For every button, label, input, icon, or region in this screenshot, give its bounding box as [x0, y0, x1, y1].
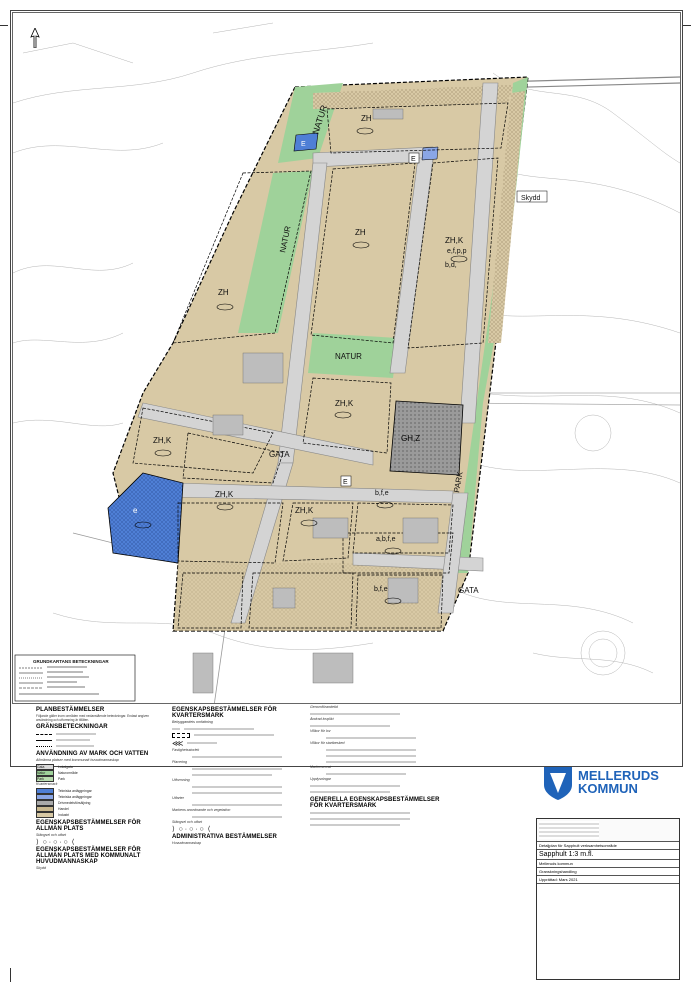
upplysningar-label: Upplysningar [310, 777, 331, 781]
label-zh-3: ZH [218, 288, 229, 297]
label-zhk-5: ZH,K [295, 506, 314, 515]
label-zhk-big-props: e,f,p,p [447, 248, 467, 255]
natur-area-center [308, 333, 398, 378]
grundkarta-title: GRUNDKARTANS BETECKNINGAR [33, 659, 109, 664]
logo-line-2: KOMMUN [578, 781, 638, 796]
kvarters-sub: Bebyggandets omfattning [172, 720, 213, 724]
label-e-tech: e [133, 506, 138, 515]
kvartersmark-label: Kvartersmark [36, 782, 58, 786]
genomf-label: Genomförandetid [310, 705, 338, 709]
markens-label: Markens anordnande och vegetation [172, 808, 231, 812]
title-block: Detaljplan för Sapphult verksamhetsområd… [536, 818, 680, 980]
admin-title: ADMINISTRATIVA BESTÄMMELSER [172, 834, 277, 840]
swatch-row-7: Industri [36, 812, 161, 818]
label-gata-2: GATA [458, 586, 479, 595]
label-e-north: E [301, 141, 306, 148]
label-zhk-3: ZH,K [153, 436, 172, 445]
label-zhk-2: ZH,K [335, 399, 354, 408]
label-zhk-4: ZH,K [215, 490, 234, 499]
base-map-lines [13, 22, 680, 676]
kvarters-title: EGENSKAPSBESTÄMMELSER FÖR KVARTERSMARK [172, 707, 277, 719]
label-bfe-2: a,b,f,e [376, 536, 396, 543]
fastighet-label: Fastighetsstorlek [172, 748, 200, 752]
title-row-3: Upprättad: Mars 2021 [537, 875, 679, 883]
title-row-2: Granskningshandling [537, 867, 679, 875]
planbest-sub: Följande gäller inom områden med nedanst… [36, 714, 150, 722]
gransbet-title: GRÄNSBETECKNINGAR [36, 724, 108, 730]
label-zh-1: ZH [361, 114, 372, 123]
title-row-1: Melleruds kommun [537, 859, 679, 867]
gh-z-block [389, 400, 464, 476]
label-zh-2: ZH [355, 228, 366, 237]
north-arrow-icon [30, 28, 40, 48]
planbest-title: PLANBESTÄMMELSER [36, 707, 105, 713]
anvandning-sub: Allmänna platser med kommunalt huvudmann… [36, 758, 119, 762]
placering-label: Placering [172, 760, 187, 764]
markreservat-label: Markreservat [310, 765, 331, 769]
swatch-row-6: Handel [36, 806, 161, 812]
detail-plan-map: NATUR NATUR NATUR PARK GATA GATA Skydd E… [12, 12, 681, 704]
technical-area-e [107, 472, 184, 564]
label-ghz: GH,Z [401, 434, 420, 443]
shield-icon [544, 767, 572, 800]
natur-area-west [238, 171, 313, 333]
swatch-row-5: Drivmedelsförsäljning [36, 800, 161, 806]
label-e-box-2: E [343, 479, 348, 486]
legend-column-3: Genomförandetid Ändrad lovplikt Villkor … [310, 705, 440, 828]
admin-sub: Huvudmannaskap [172, 841, 201, 845]
andrad-label: Ändrad lovplikt [310, 717, 334, 721]
legend-column-1: PLANBESTÄMMELSER Följande gäller inom om… [36, 705, 161, 872]
villkor2-label: Villkor för startbesked [310, 741, 345, 745]
stangsel-label: Stängsel och utfart [172, 820, 202, 824]
kommun-logo: MELLERUDS KOMMUN [540, 763, 680, 803]
utformning-label: Utformning [172, 778, 190, 782]
allmplats-title: EGENSKAPSBESTÄMMELSER FÖR ALLMÄN PLATS [36, 820, 141, 832]
sheet-scale: Sapphult 1:3 m.fl. [537, 849, 679, 859]
legend-column-2: EGENSKAPSBESTÄMMELSER FÖR KVARTERSMARK B… [172, 705, 297, 847]
generella-title: GENERELLA EGENSKAPSBESTÄMMELSER FÖR KVAR… [310, 797, 440, 809]
label-park: PARK [452, 470, 465, 493]
label-natur-center: NATUR [335, 352, 362, 361]
swatch-row-4: Tekniska anläggningar [36, 794, 161, 800]
label-skydd: Skydd [521, 195, 541, 202]
plan-name: Detaljplan för Sapphult verksamhetsområd… [537, 841, 679, 849]
label-gata-1: GATA [269, 450, 290, 459]
label-zhk-big-sub: b,d, [445, 262, 457, 269]
allmplats2-title: EGENSKAPSBESTÄMMELSER FÖR ALLMÄN PLATS M… [36, 847, 141, 865]
allmplats2-sub: Skydd [36, 866, 46, 870]
allmplats-sub: Stängsel och utfart [36, 833, 66, 837]
villkor1-label: Villkor för lov [310, 729, 331, 733]
label-bfe-1: b,f,e [375, 490, 389, 497]
swatch-row-3: Tekniska anläggningar [36, 788, 161, 794]
utfarter-label: Utfarter [172, 796, 184, 800]
label-e-box-1: E [411, 156, 416, 163]
label-bfe-3: b,f,e [374, 586, 388, 593]
anvandning-title: ANVÄNDNING AV MARK OCH VATTEN [36, 751, 149, 757]
logo-line-1: MELLERUDS [578, 768, 659, 783]
label-zhk-big: ZH,K [445, 236, 464, 245]
